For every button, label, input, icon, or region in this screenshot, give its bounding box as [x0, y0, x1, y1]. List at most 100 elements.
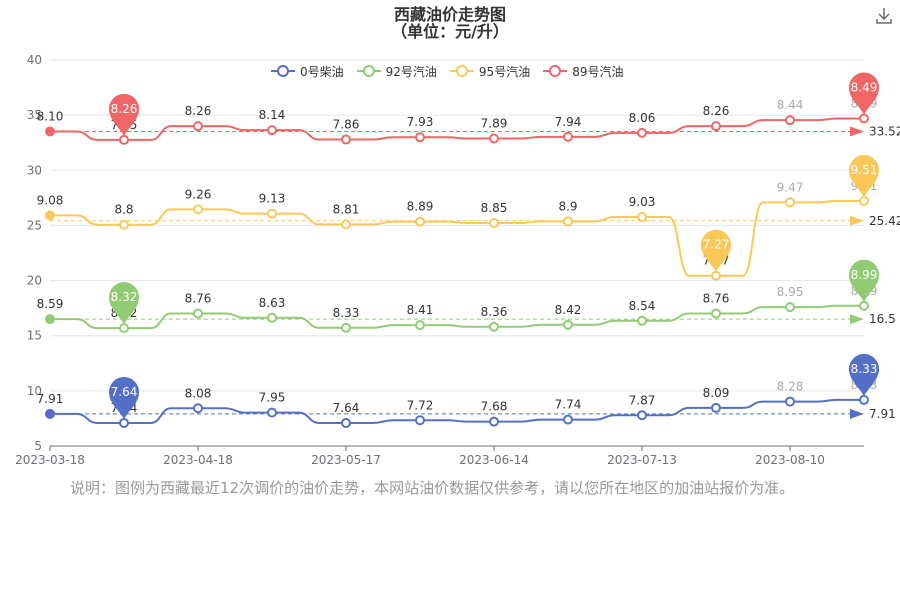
data-label: 8.41	[407, 303, 434, 317]
data-label: 8.26	[185, 104, 212, 118]
data-label: 8.59	[37, 297, 64, 311]
data-label: 8.08	[185, 386, 212, 400]
max-marker-label: 8.49	[851, 81, 878, 95]
max-marker	[849, 155, 879, 198]
series-line	[50, 304, 864, 330]
data-point	[489, 416, 499, 427]
data-point	[711, 402, 721, 413]
data-point	[637, 212, 647, 223]
x-tick-label: 2023-05-17	[311, 453, 381, 467]
start-point	[46, 315, 54, 324]
data-label: 7.64	[333, 401, 360, 415]
min-marker	[109, 282, 139, 325]
y-tick-label: 20	[27, 274, 42, 288]
max-marker-label: 8.99	[851, 268, 878, 282]
data-point	[637, 410, 647, 421]
data-label: 7.72	[407, 398, 434, 412]
data-point	[193, 308, 203, 319]
data-point	[415, 320, 425, 331]
data-label: 8.54	[629, 299, 656, 313]
legend-label: 95号汽油	[478, 64, 531, 79]
legend-label: 89号汽油	[572, 64, 624, 79]
data-point	[415, 216, 425, 227]
start-point	[46, 211, 54, 220]
data-point	[489, 321, 499, 332]
data-label: 8.63	[259, 296, 286, 310]
average-label: 16.5	[869, 312, 896, 326]
min-marker-label: 8.26	[111, 102, 138, 116]
legend-item[interactable]: 95号汽油	[449, 62, 530, 80]
data-label: 8.28	[777, 380, 804, 394]
chart-title: 西藏油价走势图	[393, 5, 506, 24]
average-label: 7.91	[869, 407, 896, 421]
legend-marker-icon	[449, 65, 474, 77]
data-label: 7.93	[407, 115, 434, 129]
average-label: 33.52	[869, 124, 900, 138]
data-point	[563, 319, 573, 330]
min-marker	[109, 93, 139, 136]
data-label: 9.26	[185, 187, 212, 201]
data-label: 8.33	[333, 306, 360, 320]
average-arrow	[850, 408, 864, 419]
data-label: 8.10	[37, 110, 64, 124]
data-label: 8.76	[703, 291, 730, 305]
legend-marker-icon	[356, 65, 381, 77]
data-label: 9.47	[777, 180, 804, 194]
data-point	[785, 197, 795, 208]
data-point	[119, 417, 129, 428]
series-line	[50, 200, 864, 277]
chart-legend: 0号柴油 92号汽油 95号汽油 89号汽油	[270, 62, 623, 80]
data-label: 7.95	[259, 391, 286, 405]
data-label: 8.26	[703, 104, 730, 118]
y-tick-label: 25	[27, 218, 42, 232]
data-label: 8.44	[777, 98, 804, 112]
data-point	[119, 219, 129, 230]
data-point	[785, 396, 795, 407]
data-point	[859, 113, 869, 124]
data-point	[637, 315, 647, 326]
y-tick-label: 15	[27, 329, 42, 343]
download-icon[interactable]	[874, 6, 894, 26]
data-point	[785, 115, 795, 126]
data-point	[267, 125, 277, 136]
data-point	[489, 133, 499, 144]
legend-item[interactable]: 89号汽油	[542, 62, 623, 80]
data-label: 8.89	[407, 200, 434, 214]
data-label: 7.91	[37, 392, 64, 406]
data-label: 8.81	[333, 202, 360, 216]
data-point	[267, 407, 277, 418]
data-point	[341, 322, 351, 333]
max-marker-label: 8.33	[851, 362, 878, 376]
series-line	[50, 398, 864, 424]
series-line	[50, 117, 864, 141]
data-point	[563, 414, 573, 425]
chart-subtitle: （单位：元/升）	[391, 22, 509, 41]
y-tick-label: 10	[27, 384, 42, 398]
max-marker	[849, 259, 879, 302]
data-label: 9.03	[629, 195, 656, 209]
data-point	[119, 323, 129, 334]
legend-item[interactable]: 0号柴油	[270, 62, 344, 80]
min-marker-label: 8.32	[111, 290, 138, 304]
data-label: 7.94	[555, 115, 582, 129]
average-arrow	[850, 314, 864, 325]
x-tick-label: 2023-07-13	[607, 453, 677, 467]
data-point	[711, 308, 721, 319]
min-marker-label: 7.64	[111, 385, 138, 399]
data-label: 8.42	[555, 303, 582, 317]
legend-marker-icon	[543, 65, 568, 77]
data-point	[415, 132, 425, 143]
data-label: 8.06	[629, 111, 656, 125]
y-tick-label: 5	[34, 439, 42, 453]
data-point	[341, 134, 351, 145]
data-point	[637, 127, 647, 138]
legend-item[interactable]: 92号汽油	[356, 62, 437, 80]
data-label: 8.9	[558, 199, 577, 213]
data-point	[193, 204, 203, 215]
data-point	[859, 196, 869, 207]
start-point	[46, 127, 54, 136]
x-tick-label: 2023-04-18	[163, 453, 233, 467]
legend-marker-icon	[271, 65, 295, 77]
max-marker	[849, 353, 879, 396]
